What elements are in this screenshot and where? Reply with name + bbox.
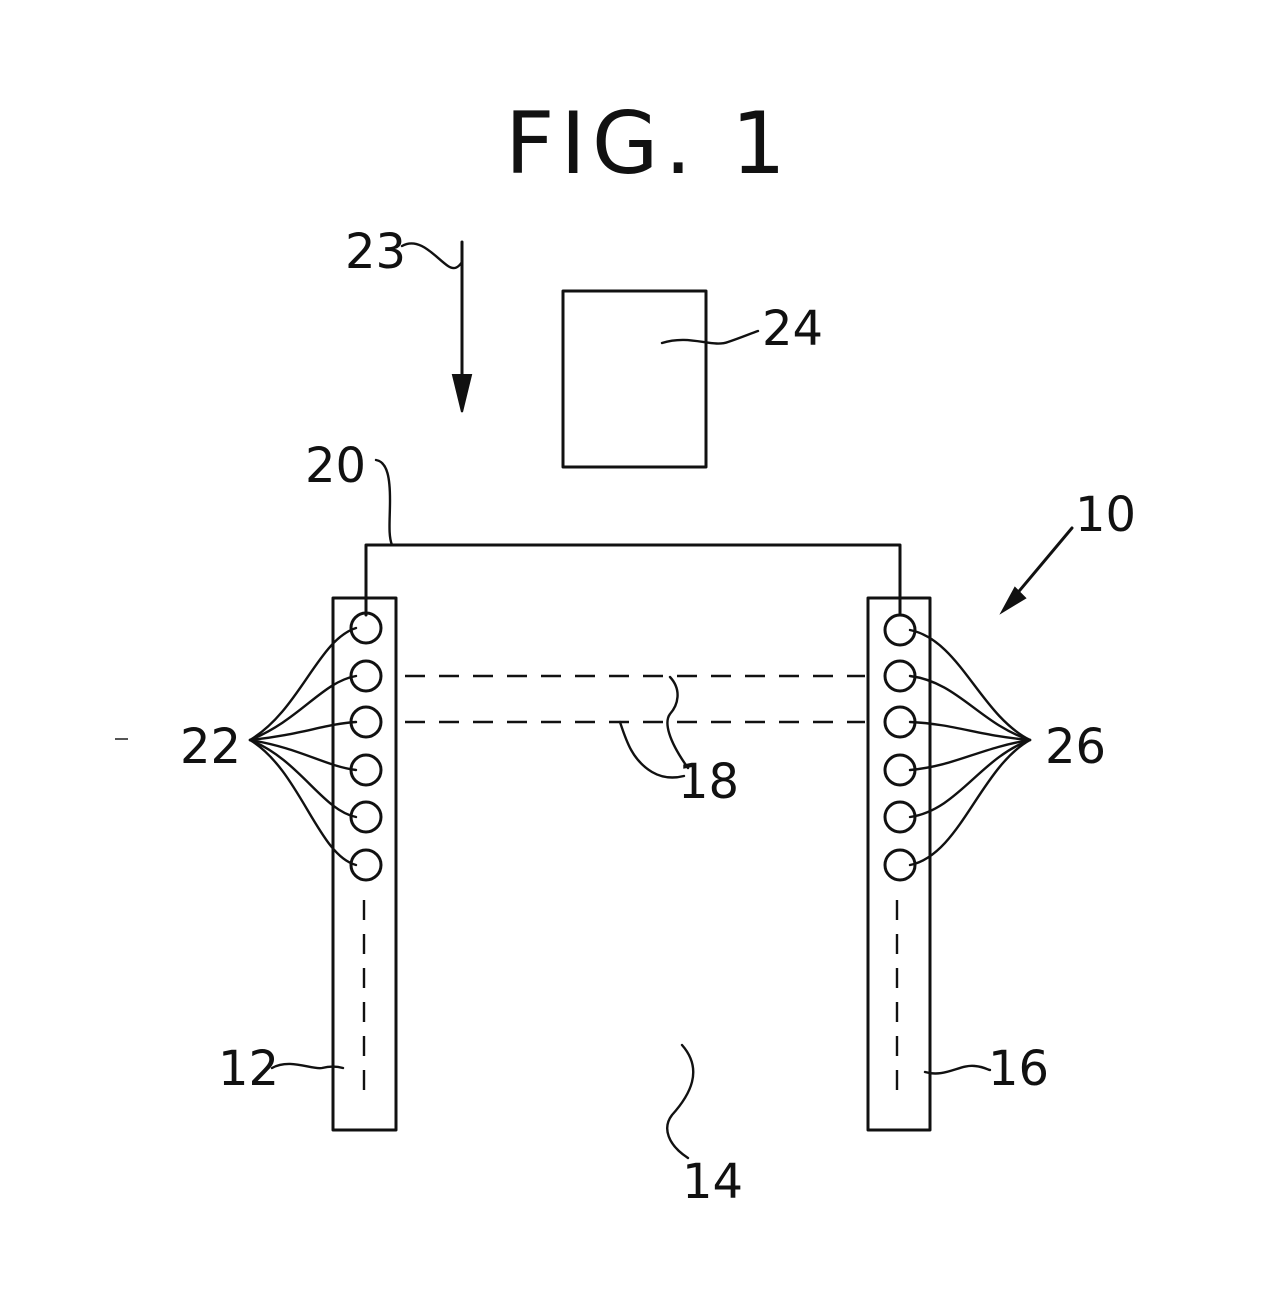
label-26: 26 bbox=[1045, 719, 1106, 775]
label-10: 10 bbox=[1075, 487, 1136, 543]
figure-title: FIG. 1 bbox=[505, 94, 792, 194]
leader-20 bbox=[376, 460, 392, 545]
label-16: 16 bbox=[988, 1041, 1049, 1097]
leaders-26 bbox=[910, 630, 1030, 865]
connector-20 bbox=[366, 545, 900, 615]
leader-23 bbox=[402, 243, 462, 268]
block-24 bbox=[563, 291, 706, 467]
label-22: 22 bbox=[180, 719, 241, 775]
label-24: 24 bbox=[762, 301, 823, 357]
leader-14 bbox=[667, 1045, 693, 1158]
leader-24 bbox=[662, 331, 758, 344]
leaders-22 bbox=[250, 628, 356, 865]
label-14: 14 bbox=[682, 1154, 743, 1210]
label-23: 23 bbox=[345, 224, 406, 280]
label-18: 18 bbox=[678, 754, 739, 810]
system-arrow bbox=[1002, 528, 1072, 612]
left-element-column bbox=[351, 613, 381, 880]
label-20: 20 bbox=[305, 438, 366, 494]
leader-16 bbox=[925, 1066, 990, 1074]
label-12: 12 bbox=[218, 1041, 279, 1097]
leader-18-lower bbox=[620, 722, 684, 777]
right-element-column bbox=[885, 615, 915, 880]
